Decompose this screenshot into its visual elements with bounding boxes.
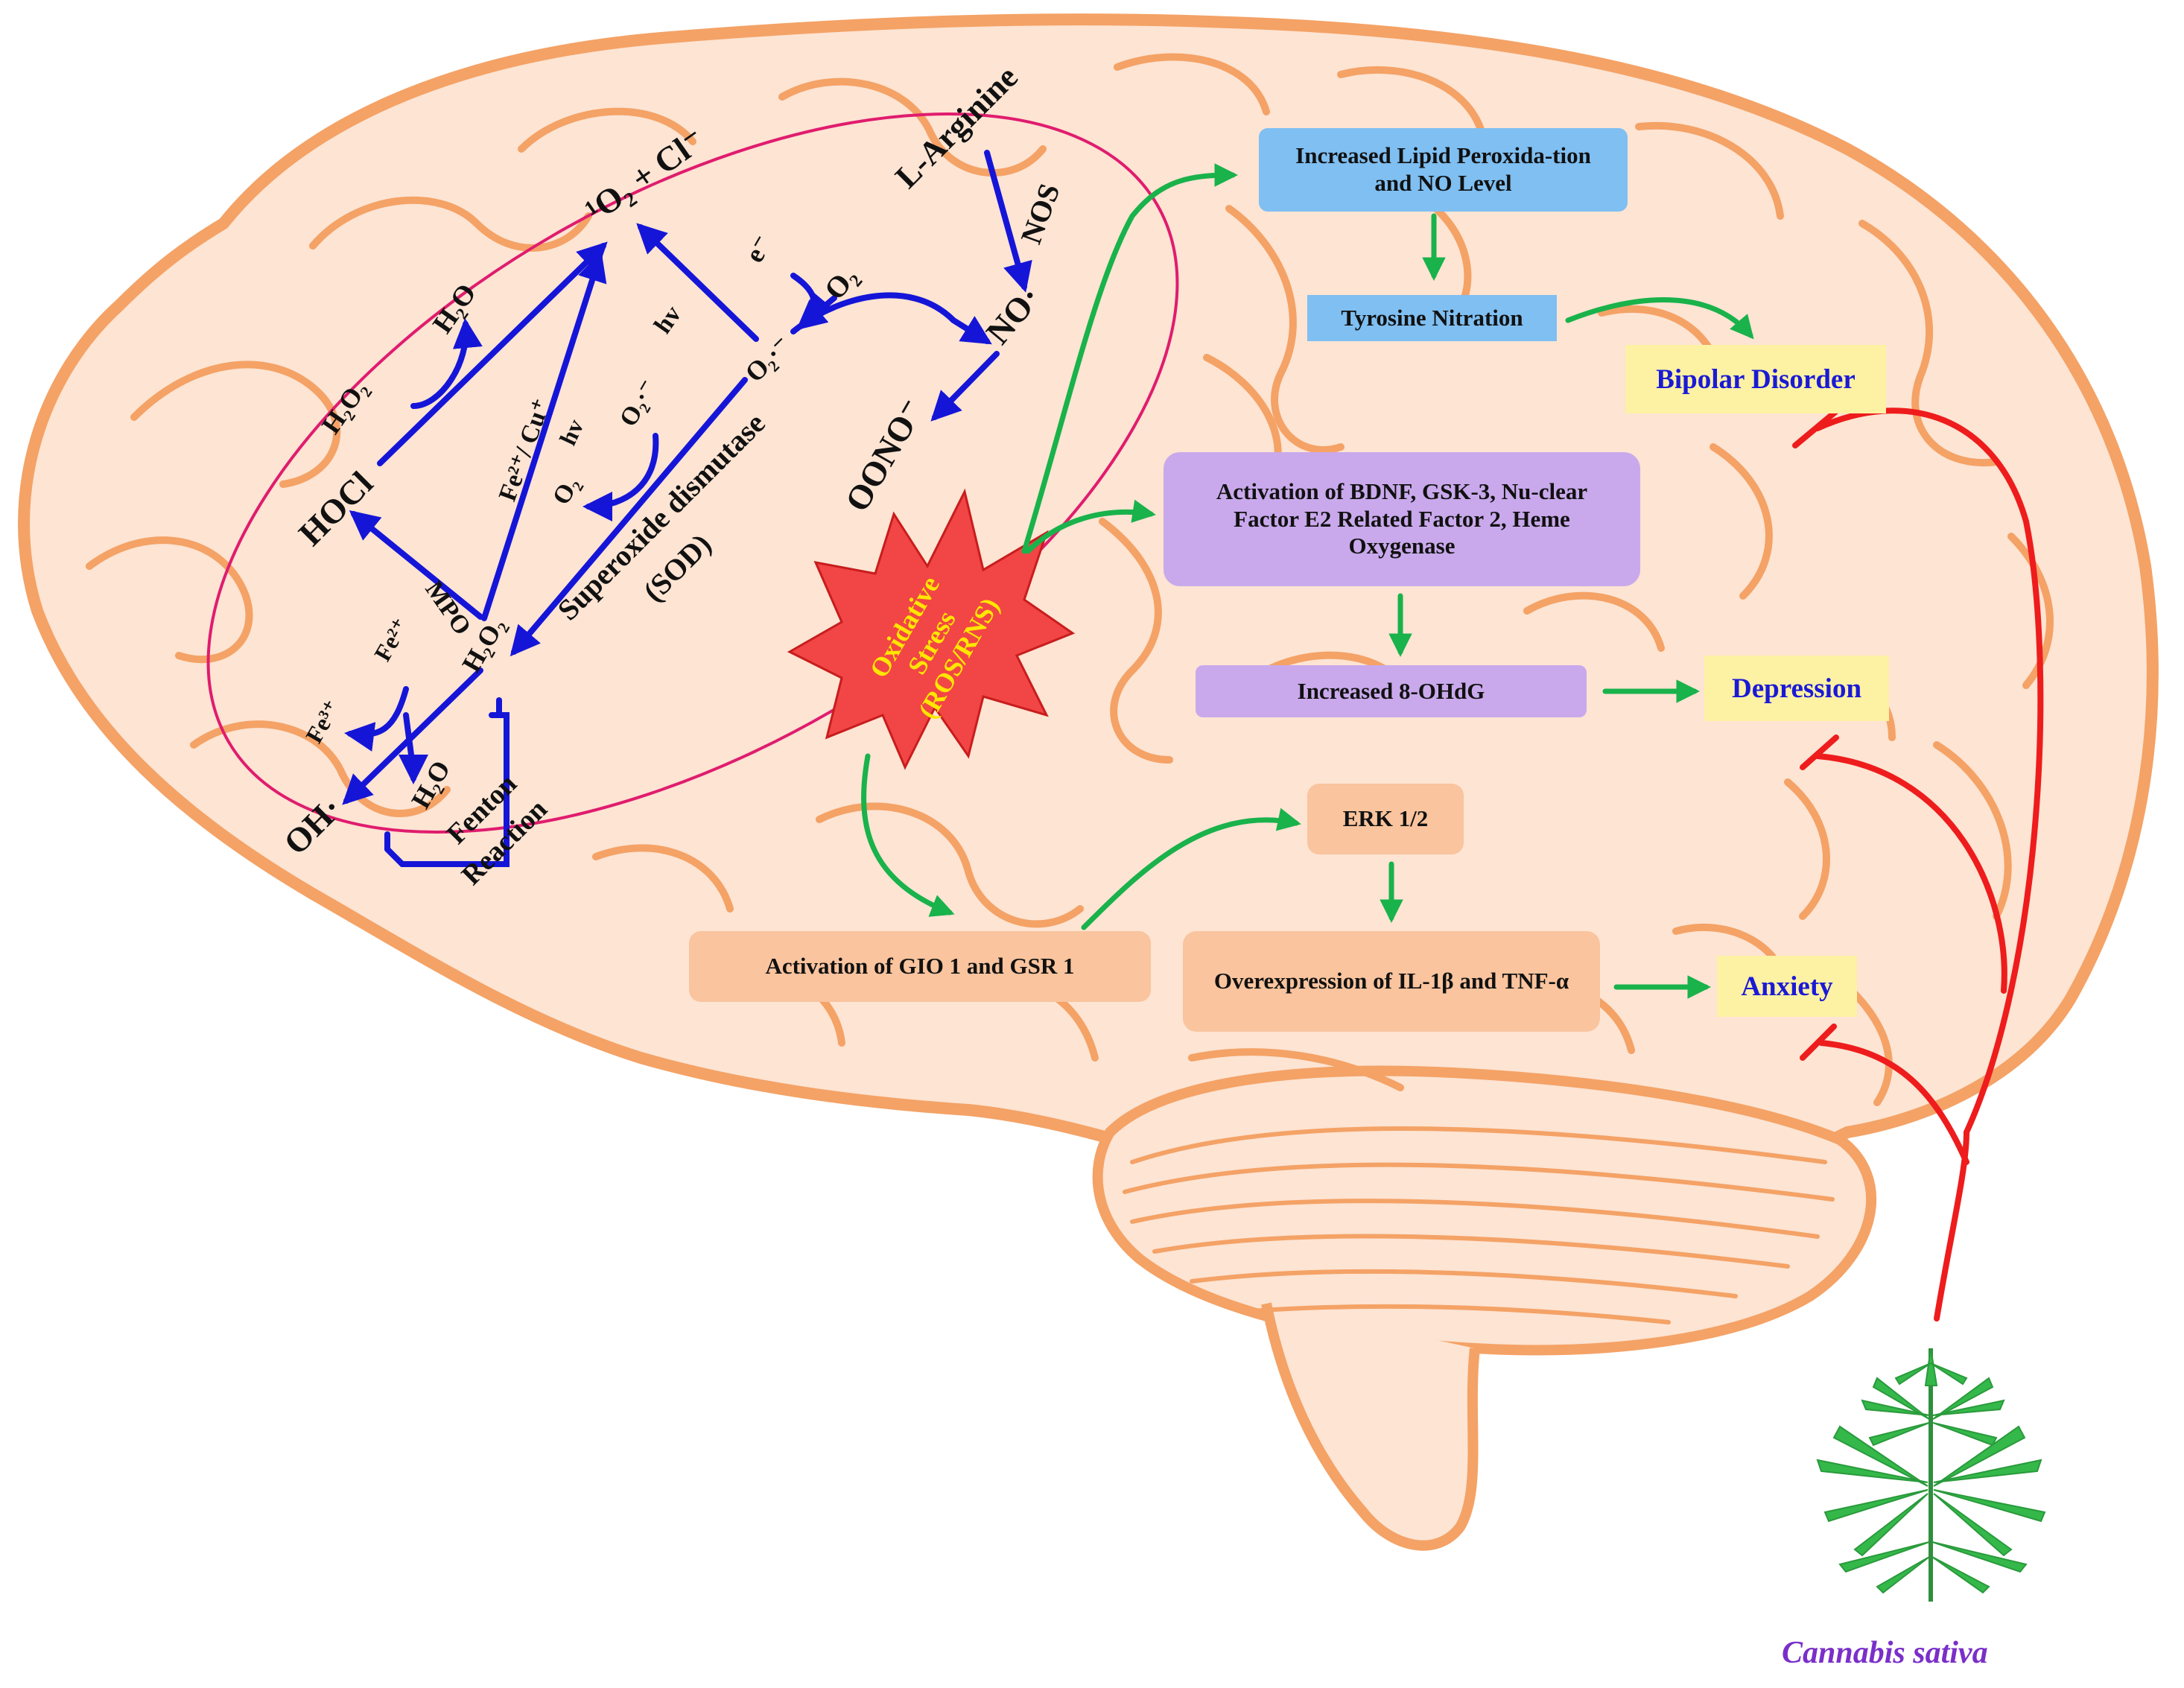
box-gio-gsr: Activation of GIO 1 and GSR 1: [689, 931, 1151, 1002]
arrow-hocl-to-singlet: [377, 241, 608, 466]
arrow-o2radical-to-singlet: [636, 223, 759, 342]
arrow-o2-to-radical: [796, 295, 837, 331]
cerebellum-folia: [1123, 1126, 1835, 1324]
label-anxiety: Anxiety: [1717, 956, 1857, 1017]
box-8-ohdg-text: Increased 8-OHdG: [1297, 677, 1485, 704]
arrow-stress-to-lipid: [1021, 163, 1238, 554]
arrow-larginine-to-no: [984, 150, 1032, 293]
arrow-sod: [510, 377, 748, 657]
arrow-tyrosine-to-bipolar: [1565, 297, 1754, 340]
arrow-no-to-peroxynitrite: [930, 351, 1000, 422]
box-tyrosine-nitration-text: Tyrosine Nitration: [1341, 304, 1523, 331]
box-bdnf-activation: Activation of BDNF, GSK-3, Nu-clear Fact…: [1164, 452, 1640, 586]
inhibit-bar-anxiety: [1800, 1024, 1837, 1061]
box-erk: ERK 1/2: [1307, 784, 1464, 854]
label-bipolar-disorder: Bipolar Disorder: [1625, 345, 1886, 413]
oxidative-stress-burst: Oxidative Stress (ROS/RNS): [787, 488, 1076, 770]
brain-stem: [1261, 1302, 1480, 1551]
arrow-fe3: [344, 686, 409, 752]
box-il-tnf: Overexpression of IL-1β and TNF-α: [1183, 931, 1600, 1032]
label-depression-text: Depression: [1731, 673, 1862, 704]
cannabis-plant-icon: [1816, 1348, 2046, 1602]
box-bdnf-activation-text: Activation of BDNF, GSK-3, Nu-clear Fact…: [1216, 478, 1588, 559]
inhibit-bar-depression: [1800, 734, 1839, 770]
box-8-ohdg: Increased 8-OHdG: [1196, 665, 1587, 717]
label-depression: Depression: [1704, 656, 1889, 721]
inhibit-stem: [1934, 1129, 1969, 1321]
inhibit-bar-bipolar: [1792, 405, 1843, 448]
inhibit-to-anxiety: [1818, 1040, 1969, 1165]
arrow-gio-to-erk: [1081, 807, 1301, 930]
arrow-water-top: [410, 318, 483, 409]
arrow-water-bottom: [398, 712, 428, 784]
box-tyrosine-nitration: Tyrosine Nitration: [1307, 295, 1557, 341]
inhibit-to-bipolar: [1815, 407, 2044, 1135]
brain-cerebellum: [1092, 1065, 1877, 1356]
brain-illustration: [18, 13, 2159, 1551]
inhibition-lines: [1792, 405, 2044, 1321]
arrow-h2o2-to-oh: [342, 667, 483, 805]
label-cannabis-sativa: Cannabis sativa: [1782, 1636, 1988, 1670]
label-anxiety-text: Anxiety: [1741, 971, 1833, 1002]
box-gio-gsr-text: Activation of GIO 1 and GSR 1: [765, 953, 1075, 980]
brain-cerebrum: [18, 13, 2159, 1204]
pathway-arrows: [861, 163, 1754, 999]
arrow-h2o2-to-hocl: [349, 510, 483, 620]
starburst-shape: [787, 488, 1076, 770]
arrow-sod-cycle: [582, 433, 659, 521]
ros-region-ellipse: [206, 112, 1179, 834]
box-lipid-peroxidation-text: Increased Lipid Peroxida-tion and NO Lev…: [1295, 142, 1591, 196]
label-bipolar-disorder-text: Bipolar Disorder: [1656, 364, 1856, 395]
box-erk-text: ERK 1/2: [1342, 805, 1429, 832]
box-lipid-peroxidation: Increased Lipid Peroxida-tion and NO Lev…: [1259, 128, 1628, 212]
inhibit-to-depression: [1815, 753, 2007, 994]
box-il-tnf-text: Overexpression of IL-1β and TNF-α: [1213, 968, 1569, 994]
reaction-arrows: [342, 150, 1032, 867]
arrow-h2o2-to-singlet: [481, 251, 607, 621]
arrow-stress-to-bdnf: [1025, 499, 1156, 554]
arrow-stress-to-gio: [861, 753, 955, 917]
